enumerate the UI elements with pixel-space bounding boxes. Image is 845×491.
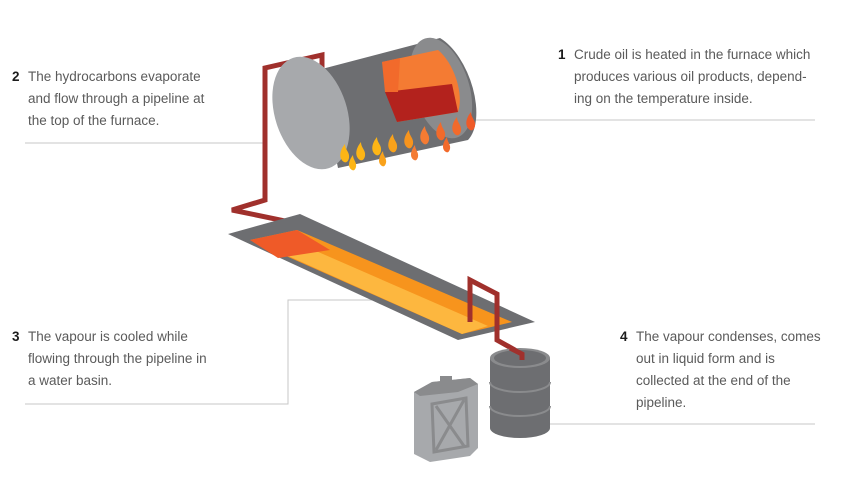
flame-icon: [372, 137, 382, 156]
flame-icon: [379, 151, 387, 167]
pipe-outlet: [508, 345, 525, 360]
step-text: The vapour is cooled while flowing throu…: [28, 329, 207, 388]
flame-icon: [452, 117, 462, 136]
furnace-front-end: [272, 56, 350, 170]
leader-lines: [25, 119, 815, 425]
step-1-label: 1 Crude oil is heated in the furnace whi…: [558, 44, 828, 110]
furnace-cutaway-inner: [385, 84, 458, 122]
pipeline-lower: [467, 275, 524, 357]
step-number: 1: [558, 47, 566, 62]
step-3-label: 3 The vapour is cooled while flowing thr…: [12, 326, 242, 392]
step-number: 2: [12, 69, 20, 84]
step-text: The hydrocarbons evaporate and flow thro…: [28, 69, 205, 128]
flame-icon: [340, 144, 350, 163]
step-text: The vapour condenses, comes out in liqui…: [636, 329, 821, 410]
furnace: [272, 37, 477, 170]
flame-icon: [436, 122, 446, 141]
leader-line-step-3: [25, 299, 395, 405]
water-basin: [228, 214, 535, 340]
flame-icon: [411, 145, 419, 161]
jerry-can-icon: [414, 376, 478, 462]
furnace-cutaway-left: [382, 58, 400, 92]
flame-icon: [356, 142, 366, 161]
flame-icon: [349, 155, 357, 171]
flame-icon: [388, 134, 398, 153]
step-number: 3: [12, 329, 20, 344]
step-text: Crude oil is heated in the furnace which…: [574, 47, 811, 106]
flames: [340, 112, 476, 171]
flame-icon: [420, 126, 430, 145]
step-4-label: 4 The vapour condenses, comes out in liq…: [620, 326, 835, 414]
flame-icon: [443, 137, 451, 153]
basin-water-warm: [250, 230, 330, 258]
step-number: 4: [620, 329, 628, 344]
basin-water-inner: [275, 244, 488, 334]
step-2-label: 2 The hydrocarbons evaporate and flow th…: [12, 66, 242, 132]
flame-icon: [466, 112, 476, 131]
barrel-icon: [489, 348, 551, 438]
flame-icon: [404, 130, 414, 149]
